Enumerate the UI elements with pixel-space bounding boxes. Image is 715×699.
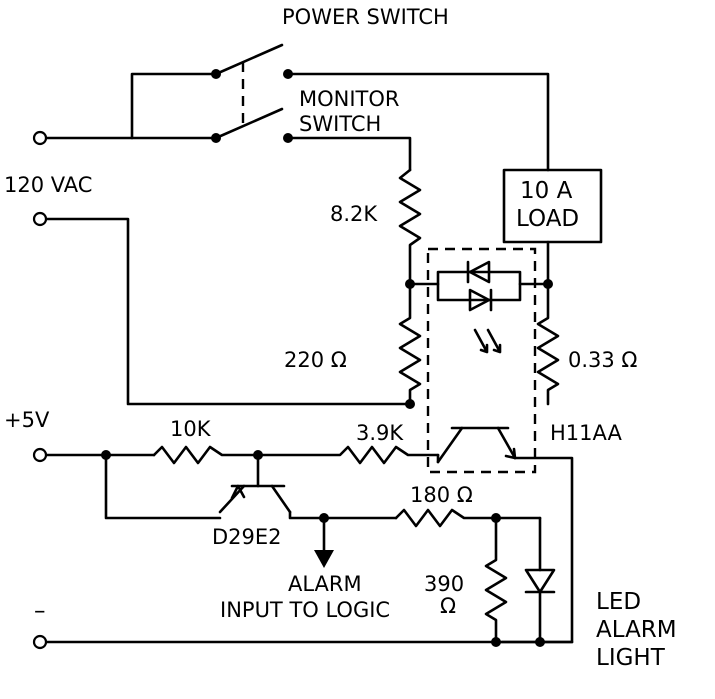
resistor-180 [394,508,542,528]
monitor-switch-blade [214,107,284,140]
label-led-3: LIGHT [596,645,666,671]
opto-phototransistor-emitter [496,426,517,460]
load-box [502,168,603,244]
opto-led-1 [466,260,491,284]
opto-light-arrow-1 [473,328,489,354]
resistor-3k9 [256,445,440,465]
junction-ground-390 [491,637,501,647]
junction-220-return [405,399,415,409]
label-load-1: 10 A [520,178,573,204]
label-alarm-1: ALARM [288,572,362,596]
opto-phototransistor-collector [436,426,464,464]
resistor-033 [536,282,560,406]
resistor-10k [152,445,260,465]
wire-monitor-to-8k2 [286,136,412,172]
alarm-output-arrow [314,550,334,568]
wire-power-to-load [286,72,550,172]
label-033: 0.33 Ω [568,348,637,372]
led-alarm-diode [524,568,556,594]
label-alarm-2: INPUT TO LOGIC [220,598,390,622]
resistor-390 [484,516,508,644]
label-390-unit: Ω [440,594,456,618]
opto-light-arrow-2 [486,328,502,354]
label-390-value: 390 [424,572,464,596]
label-h11aa: H11AA [550,421,622,445]
transistor-d29e2-collector [270,484,292,514]
wire-switch-common [130,72,218,140]
opto-led-pair-frame [436,270,522,302]
terminal-120vac-line [32,130,48,146]
power-switch-blade [214,43,284,76]
resistor-8k2 [398,168,422,286]
label-5v: +5V [4,408,50,432]
label-load-2: LOAD [516,206,579,232]
label-180: 180 Ω [410,483,473,507]
resistor-220 [398,282,422,406]
label-monitor-switch-1: MONITOR [299,87,400,111]
transistor-d29e2-emitter-arrow [230,484,246,500]
opto-led-2 [468,288,493,312]
wire-collector-to-180 [288,510,398,520]
wire-5v-to-emitter [104,453,222,520]
label-ground: – [34,598,46,624]
label-120vac: 120 VAC [4,173,92,197]
optocoupler-boundary [426,247,537,474]
label-led-1: LED [596,589,641,615]
label-8k2: 8.2K [330,202,378,226]
terminal-ground [32,634,48,650]
label-power-switch: POWER SWITCH [282,5,449,29]
label-led-2: ALARM [596,617,677,643]
label-d29e2: D29E2 [212,525,282,549]
label-monitor-switch-2: SWITCH [299,112,381,136]
label-220: 220 Ω [284,348,347,372]
label-3k9: 3.9K [356,421,404,445]
wire-mains-neutral [44,217,412,406]
terminal-120vac-neutral [32,211,48,227]
junction-ground-led [535,637,545,647]
terminal-5v [32,447,48,463]
wire-emitter-to-ground [500,456,574,644]
label-10k: 10K [170,417,212,441]
